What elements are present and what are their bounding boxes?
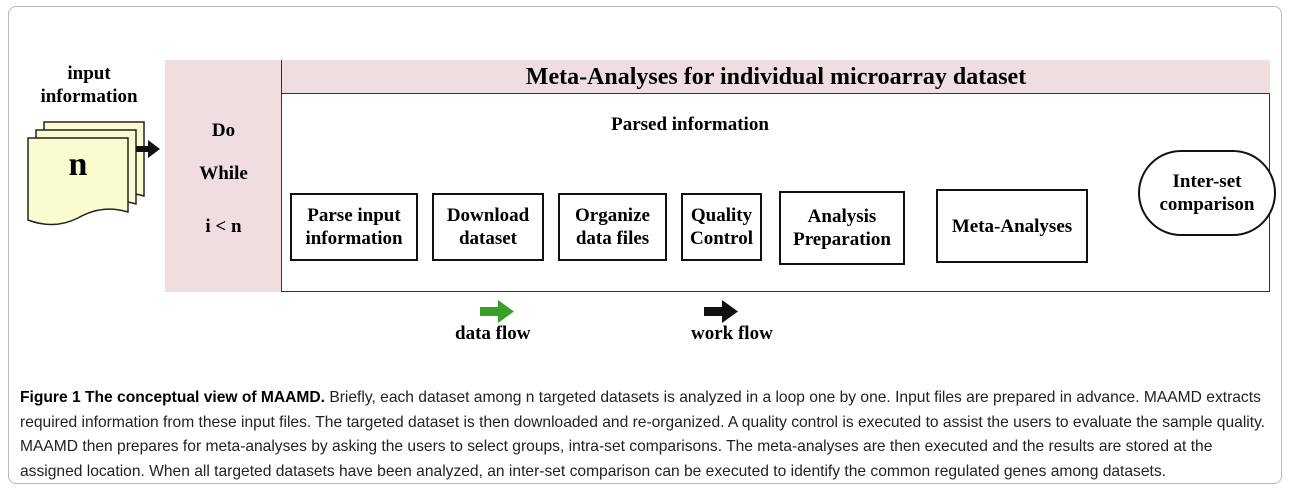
input-label: input information xyxy=(30,62,148,108)
caption-body: Briefly, each dataset among n targeted d… xyxy=(20,389,1266,480)
figure-frame xyxy=(8,6,1282,484)
step-label: dataset xyxy=(458,228,518,249)
step-label: Quality xyxy=(690,205,753,226)
step-label: Organize xyxy=(575,205,650,226)
section-header: Meta-Analyses for individual microarray … xyxy=(282,60,1270,94)
step-label: data files xyxy=(575,228,650,249)
input-label-line1: input xyxy=(67,63,111,84)
legend-work-flow-arrow xyxy=(704,300,738,323)
legend-data-flow-label: data flow xyxy=(455,323,531,344)
step-label: Analysis xyxy=(807,206,877,227)
figure-caption: Figure 1 The conceptual view of MAAMD. B… xyxy=(20,386,1275,484)
legend-work-flow-label: work flow xyxy=(691,323,773,344)
step-label: Parse input xyxy=(307,205,401,226)
step-label: Control xyxy=(690,228,753,249)
input-to-loop-arrow xyxy=(136,140,160,158)
input-documents-icon xyxy=(27,121,145,226)
document-letter: n xyxy=(68,146,88,183)
input-label-line2: information xyxy=(40,86,138,107)
loop-do: Do xyxy=(211,120,236,141)
step-meta-analyses: Meta-Analyses xyxy=(936,189,1088,263)
loop-condition-column xyxy=(165,60,282,292)
inter-set-line1: Inter-set xyxy=(1172,171,1242,192)
step-label: information xyxy=(305,228,403,249)
step-label: Meta-Analyses xyxy=(951,215,1073,237)
step-label: Download xyxy=(446,205,530,226)
loop-condition: i < n xyxy=(205,216,242,237)
parsed-information-label: Parsed information xyxy=(611,114,769,135)
step-label: Preparation xyxy=(793,229,891,250)
caption-title: Figure 1 The conceptual view of MAAMD. xyxy=(20,389,325,406)
legend-data-flow-arrow xyxy=(480,300,514,323)
loop-while: While xyxy=(199,163,248,184)
inter-set-line2: comparison xyxy=(1159,194,1255,215)
